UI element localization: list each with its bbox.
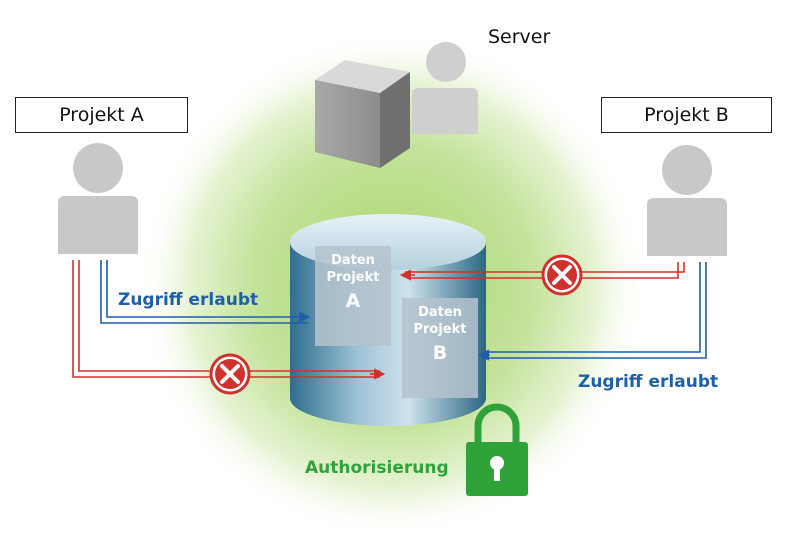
project-a-box: Projekt A — [15, 97, 188, 133]
access-label-b: Zugriff erlaubt — [578, 372, 719, 392]
project-a-label: Projekt A — [59, 104, 144, 126]
data-card-b-line1: Daten — [418, 305, 462, 320]
user-b-person-icon — [647, 145, 727, 256]
access-path-b-allowed — [477, 262, 707, 361]
data-card-b-letter: B — [432, 342, 448, 364]
access-path-a-denied — [72, 260, 386, 380]
data-card-a-line2: Projekt — [326, 270, 380, 285]
data-card-a-line1: Daten — [331, 253, 375, 268]
admin-person-icon — [412, 42, 478, 134]
deny-marker-icon — [541, 254, 583, 296]
data-card-b: Daten Projekt B — [402, 298, 478, 398]
server-tower-icon — [315, 60, 410, 168]
deny-marker-icon — [209, 353, 251, 395]
user-a-person-icon — [58, 143, 138, 254]
data-card-a: Daten Projekt A — [315, 246, 391, 346]
project-b-label: Projekt B — [644, 104, 729, 126]
project-b-box: Projekt B — [601, 97, 772, 133]
access-label-a: Zugriff erlaubt — [118, 290, 259, 310]
data-card-a-letter: A — [345, 290, 361, 312]
server-label: Server — [488, 26, 551, 48]
access-path-a-allowed — [100, 260, 311, 324]
access-path-b-denied — [399, 262, 685, 281]
authorization-label: Authorisierung — [305, 458, 449, 478]
padlock-icon — [466, 403, 528, 496]
data-card-b-line2: Projekt — [413, 322, 467, 337]
